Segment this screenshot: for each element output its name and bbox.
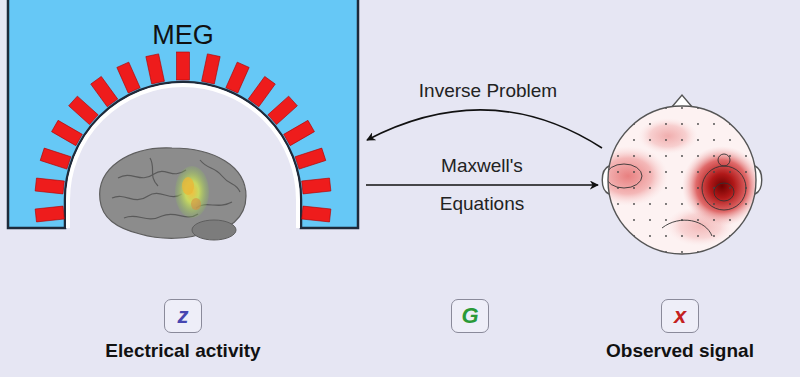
brain	[100, 148, 246, 240]
cerebellum	[192, 220, 236, 240]
symbol-box: G	[451, 299, 489, 333]
arrow-label: Maxwell's Equations	[432, 147, 532, 223]
math-symbol: x	[662, 303, 698, 329]
math-symbol: G	[452, 303, 488, 329]
symbol-box: xObserved signal	[661, 299, 699, 333]
head-map	[608, 106, 756, 254]
symbol-caption: Electrical activity	[105, 340, 260, 362]
arrow-label-box: Maxwell's Equations	[432, 147, 532, 223]
device-name: MEG	[152, 20, 214, 50]
brain-gyri	[112, 158, 240, 219]
math-symbol: z	[165, 303, 201, 329]
activity-spot	[175, 166, 209, 218]
meg-scanner	[8, 0, 358, 228]
arrow-label: Inverse Problem	[419, 80, 557, 102]
activity-peak	[182, 177, 194, 195]
scanner-node: MEG	[8, 0, 358, 228]
symbol-box: zElectrical activity	[164, 299, 202, 333]
sensor-array	[35, 52, 331, 222]
inverse-arrow	[367, 110, 602, 148]
topomap	[588, 95, 762, 254]
symbol-caption: Observed signal	[606, 340, 754, 362]
activity-peak	[191, 198, 201, 210]
forward-arrow	[366, 184, 598, 186]
scanner-housing	[8, 0, 358, 228]
arrow-label-box: Inverse Problem	[419, 80, 557, 102]
head-outline	[608, 106, 756, 254]
field-map	[588, 106, 762, 254]
